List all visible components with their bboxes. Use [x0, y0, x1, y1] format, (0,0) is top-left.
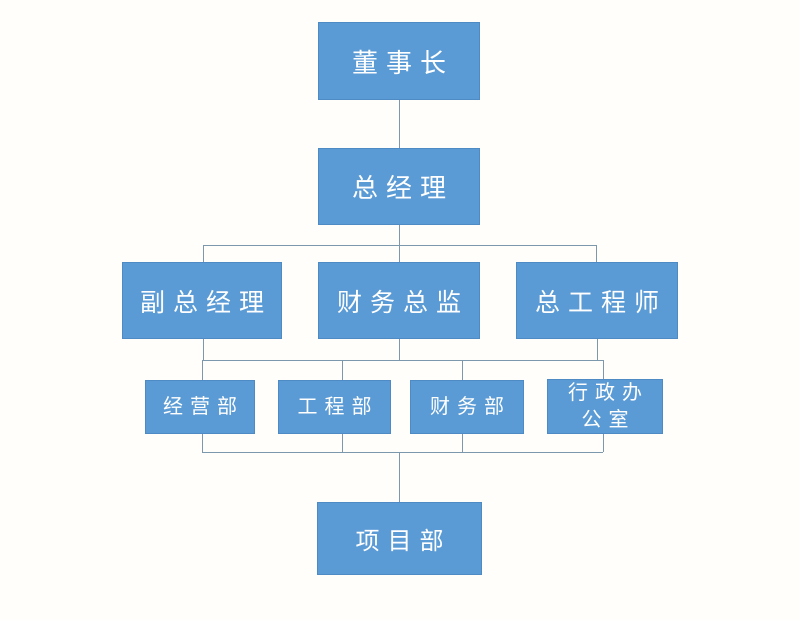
- org-node-engineering-dept: 工程部: [278, 380, 391, 434]
- org-node-finance-dept: 财务部: [410, 380, 524, 434]
- connector-drop-deputy-gm: [203, 245, 204, 262]
- connector-drop-engineering-dept: [342, 360, 343, 380]
- org-node-project-dept: 项目部: [317, 502, 482, 575]
- org-node-deputy-general-manager-label: 副总经理: [139, 288, 272, 317]
- org-node-admin-office: 行政办 公室: [547, 379, 663, 434]
- org-node-engineering-dept-label: 工程部: [297, 395, 379, 418]
- connector-engineering-dept-down: [342, 434, 343, 452]
- org-node-chief-engineer-label: 总工程师: [534, 288, 667, 317]
- org-node-finance-director: 财务总监: [318, 262, 480, 339]
- connector-finance-director-down: [399, 339, 400, 360]
- org-node-deputy-general-manager: 副总经理: [122, 262, 282, 339]
- connector-chairman-to-gm: [399, 100, 400, 148]
- connector-drop-chief-engineer: [596, 245, 597, 262]
- org-node-general-manager-label: 总经理: [351, 173, 454, 203]
- connector-deputy-gm-down: [203, 339, 204, 360]
- org-node-operations-dept-label: 经营部: [163, 395, 244, 418]
- connector-bus-level5: [202, 452, 603, 453]
- org-node-chairman: 董事长: [318, 22, 480, 100]
- org-node-general-manager: 总经理: [318, 148, 480, 225]
- org-node-finance-dept-label: 财务部: [430, 395, 511, 418]
- connector-chief-engineer-down: [597, 339, 598, 360]
- connector-drop-finance-dept: [462, 360, 463, 380]
- connector-admin-office-down: [603, 434, 604, 452]
- connector-drop-project-dept: [399, 452, 400, 502]
- connector-finance-dept-down: [462, 434, 463, 452]
- org-node-operations-dept: 经营部: [145, 380, 255, 434]
- org-node-chairman-label: 董事长: [351, 47, 454, 78]
- connector-drop-operations-dept: [202, 360, 203, 380]
- connector-gm-drop: [399, 225, 400, 245]
- org-node-finance-director-label: 财务总监: [336, 288, 469, 317]
- org-node-admin-office-label-line2: 公室: [581, 408, 636, 431]
- org-node-chief-engineer: 总工程师: [516, 262, 678, 339]
- connector-bus-level4: [202, 360, 603, 361]
- org-node-project-dept-label: 项目部: [355, 528, 452, 555]
- connector-drop-finance-director: [399, 245, 400, 262]
- org-node-admin-office-label-line1: 行政办: [568, 381, 649, 404]
- connector-operations-dept-down: [202, 434, 203, 452]
- connector-drop-admin-office: [603, 360, 604, 379]
